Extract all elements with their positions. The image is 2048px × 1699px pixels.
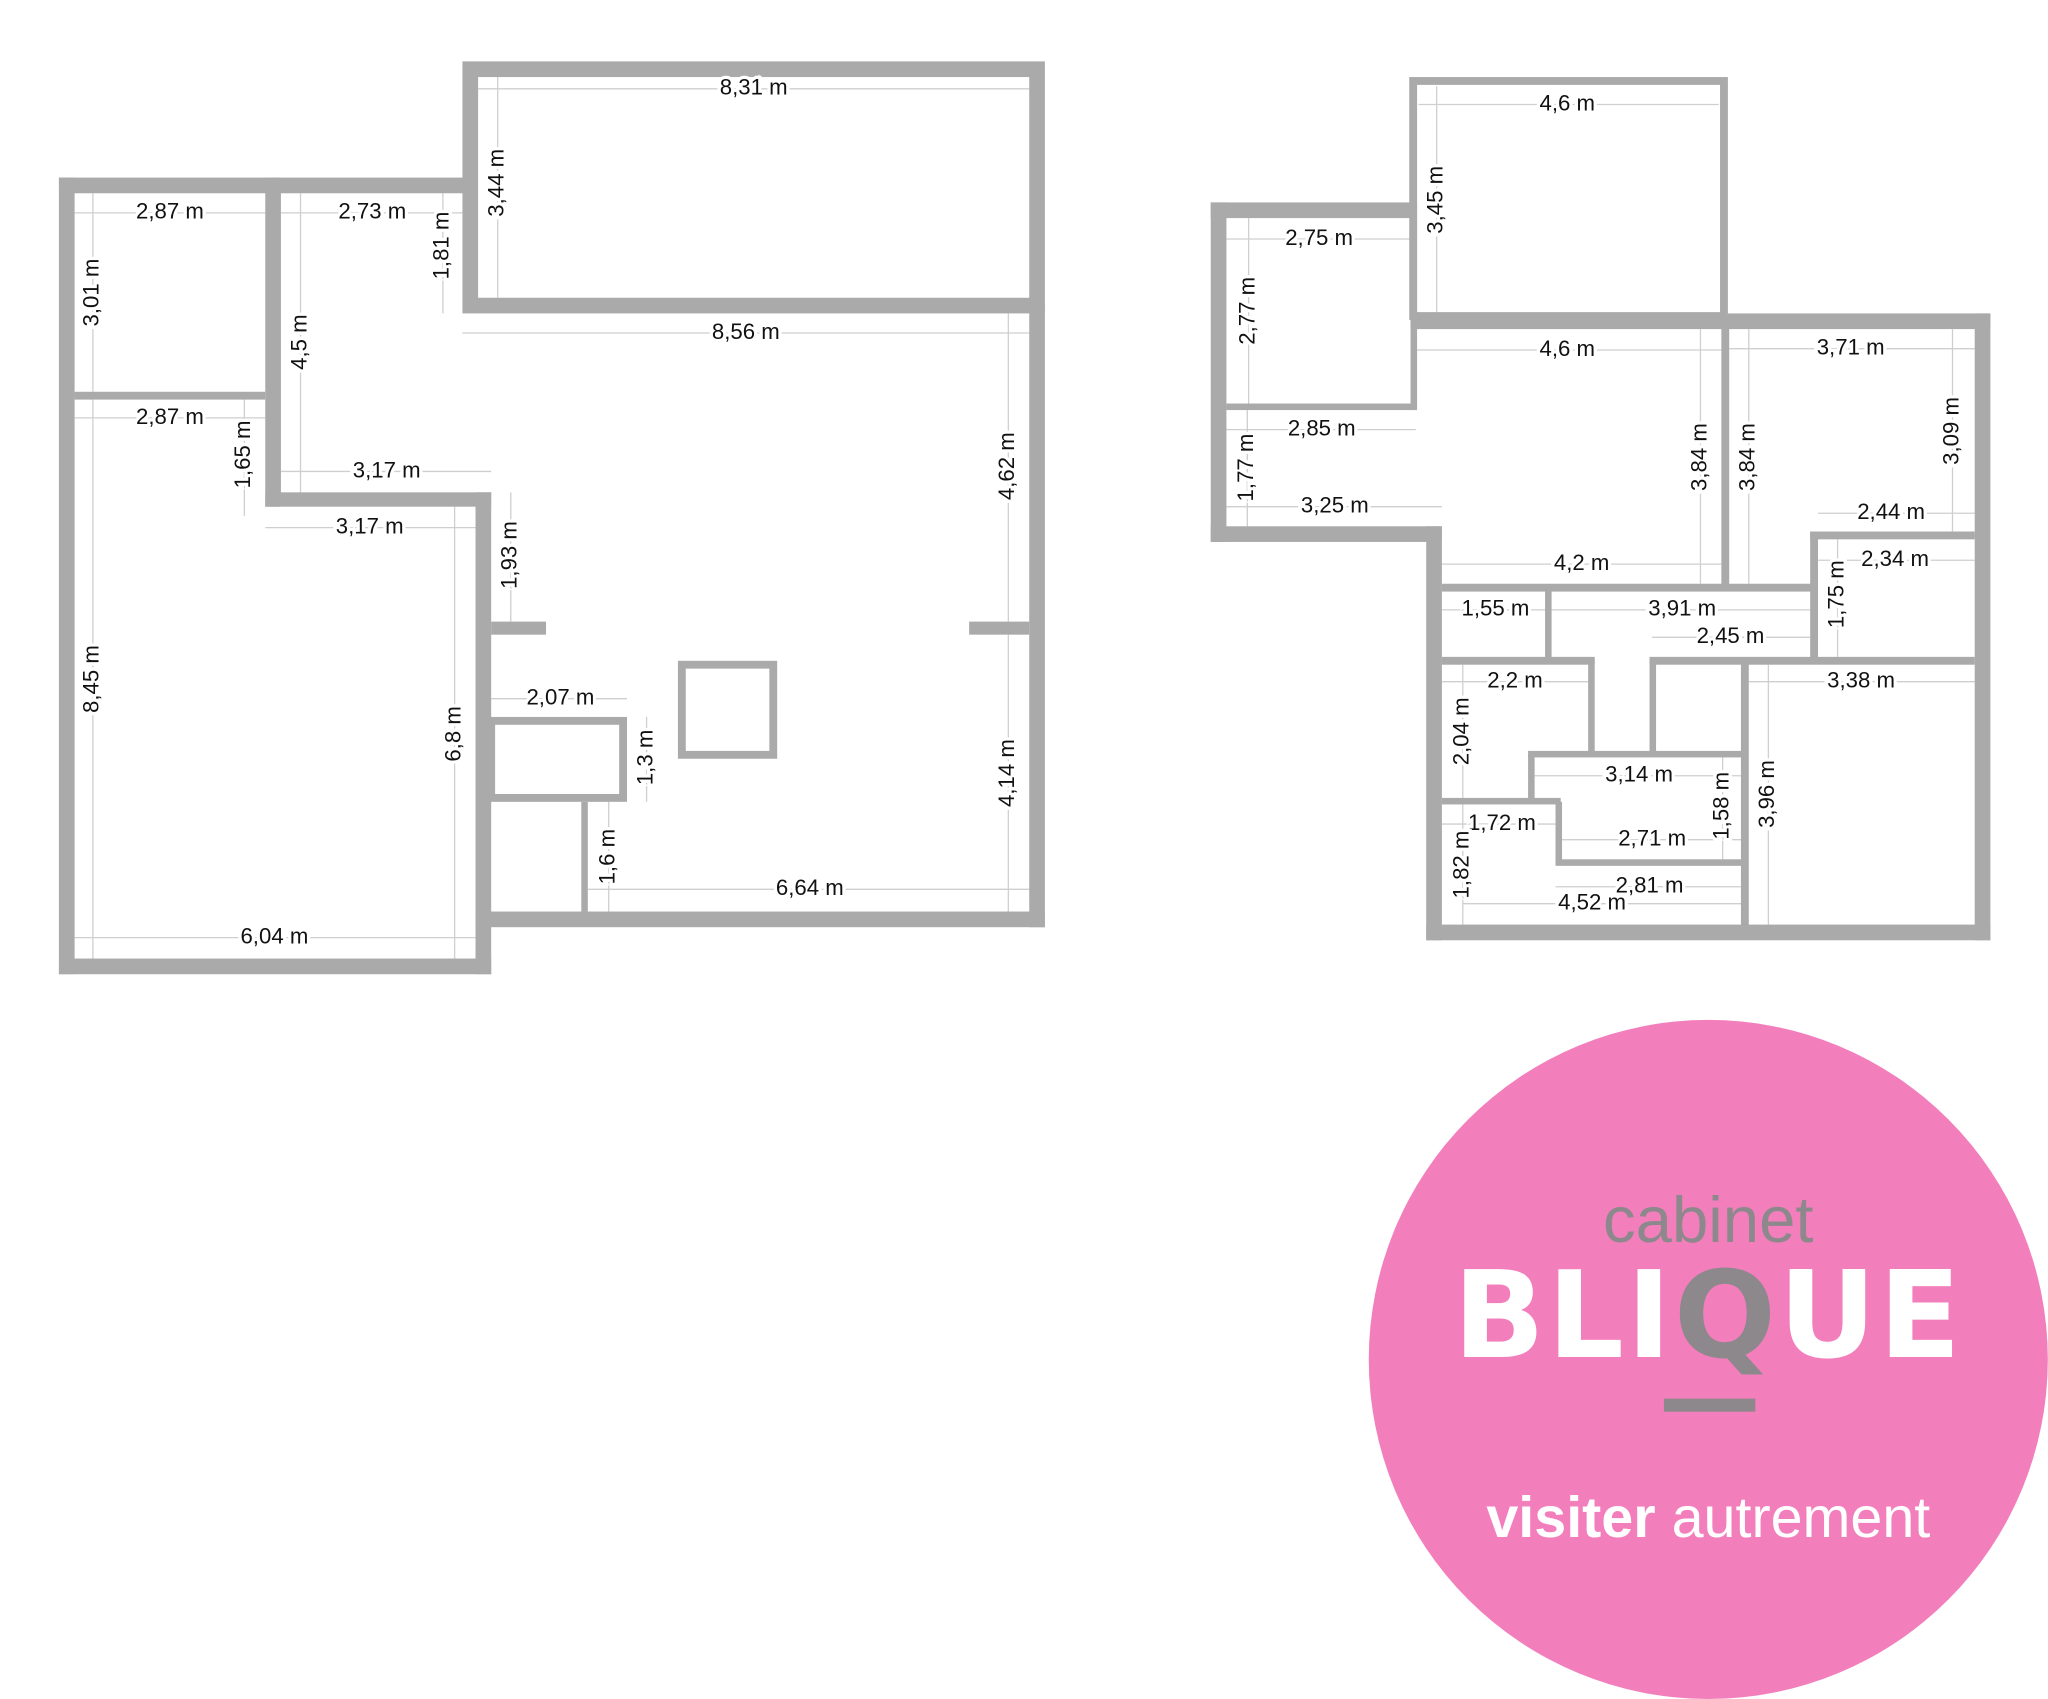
dimension-label: 3,38 m bbox=[1827, 668, 1895, 693]
dimension-label: 2,75 m bbox=[1285, 225, 1353, 250]
dimension-label: 3,25 m bbox=[1301, 493, 1369, 518]
dimension-label: 3,14 m bbox=[1605, 762, 1673, 787]
dimension-label: 2,34 m bbox=[1861, 546, 1929, 571]
dimension-label: 4,62 m bbox=[994, 432, 1019, 500]
dimension-label: 2,07 m bbox=[526, 685, 594, 710]
logo-tagline: visiter autrement bbox=[1486, 1486, 1930, 1550]
dimension-label: 1,6 m bbox=[595, 829, 620, 884]
dimension-lines bbox=[1226, 86, 1975, 925]
floor-plan-left: 8,31 m 3,44 m 2,87 m 2,73 m 1,81 m 3,01 … bbox=[58, 61, 1045, 975]
dimension-label: 3,84 m bbox=[1686, 423, 1711, 491]
dimension-label: 3,17 m bbox=[336, 513, 404, 538]
floor-plan-right: 4,6 m 3,45 m 2,75 m 2,77 m 4,6 m 3,71 m … bbox=[1210, 77, 1991, 941]
tagline-light: autrement bbox=[1672, 1486, 1931, 1550]
dimension-label: 2,04 m bbox=[1449, 697, 1474, 765]
dimension-labels: 8,31 m 3,44 m 2,87 m 2,73 m 1,81 m 3,01 … bbox=[75, 71, 1022, 951]
dimension-label: 6,64 m bbox=[776, 875, 844, 900]
dimension-label: 4,5 m bbox=[286, 314, 311, 370]
dimension-label: 3,45 m bbox=[1423, 166, 1448, 234]
dimension-label: 3,44 m bbox=[484, 149, 509, 217]
dimension-label: 1,82 m bbox=[1449, 831, 1474, 899]
dimension-label: 4,2 m bbox=[1554, 550, 1610, 575]
dimension-label: 1,65 m bbox=[230, 421, 255, 489]
dimension-label: 2,77 m bbox=[1234, 277, 1259, 345]
dimension-label: 4,52 m bbox=[1558, 890, 1626, 915]
dimension-label: 4,14 m bbox=[994, 739, 1019, 807]
logo-brand-part: UE bbox=[1779, 1246, 1964, 1386]
logo-underline-bar bbox=[1663, 1398, 1756, 1412]
dimension-label: 2,71 m bbox=[1618, 826, 1686, 851]
dimension-label: 6,04 m bbox=[240, 924, 308, 949]
dimension-label: 2,87 m bbox=[136, 199, 204, 224]
dimension-label: 2,81 m bbox=[1616, 873, 1684, 898]
dimension-label: 1,58 m bbox=[1709, 772, 1734, 840]
dimension-label: 2,45 m bbox=[1697, 623, 1765, 648]
dimension-label: 2,44 m bbox=[1857, 499, 1925, 524]
dimension-label: 2,87 m bbox=[136, 404, 204, 429]
logo-circle bbox=[1368, 1019, 2048, 1699]
dimension-label: 3,91 m bbox=[1648, 596, 1716, 621]
logo-brand-q: Q bbox=[1674, 1246, 1779, 1386]
dimension-label: 8,31 m bbox=[720, 75, 788, 100]
dimension-label: 6,8 m bbox=[440, 706, 465, 761]
dimension-label: 8,56 m bbox=[712, 319, 780, 344]
logo-cabinet-text: cabinet bbox=[1603, 1183, 1814, 1256]
dimension-label: 2,73 m bbox=[338, 199, 406, 224]
walls bbox=[1210, 77, 1991, 941]
dimension-label: 1,75 m bbox=[1823, 560, 1848, 628]
dimension-label: 3,71 m bbox=[1817, 335, 1885, 360]
cabinet-blique-logo: cabinet BLIQUE visiter autrement bbox=[1368, 1019, 2048, 1699]
dimension-label: 2,85 m bbox=[1288, 416, 1356, 441]
dimension-labels: 4,6 m 3,45 m 2,75 m 2,77 m 4,6 m 3,71 m … bbox=[1230, 87, 1967, 918]
dimension-label: 3,01 m bbox=[79, 259, 104, 327]
dimension-label: 3,09 m bbox=[1938, 397, 1963, 465]
tagline-bold: visiter bbox=[1486, 1486, 1655, 1550]
dimension-label: 4,6 m bbox=[1540, 90, 1596, 115]
dimension-label: 3,84 m bbox=[1735, 423, 1760, 491]
logo-brand-text: BLIQUE bbox=[1453, 1246, 1963, 1386]
dimension-label: 1,72 m bbox=[1468, 810, 1536, 835]
walls bbox=[58, 61, 1045, 975]
logo-brand-part: BLI bbox=[1453, 1246, 1674, 1386]
dimension-label: 3,96 m bbox=[1754, 760, 1779, 828]
dimension-label: 1,77 m bbox=[1233, 434, 1258, 502]
dimension-label: 2,2 m bbox=[1487, 668, 1543, 693]
dimension-lines bbox=[74, 77, 1030, 959]
dimension-label: 1,81 m bbox=[429, 212, 454, 280]
dimension-label: 1,93 m bbox=[497, 521, 522, 589]
dimension-label: 3,17 m bbox=[353, 457, 421, 482]
dimension-label: 1,55 m bbox=[1462, 596, 1530, 621]
dimension-label: 4,6 m bbox=[1540, 336, 1596, 361]
dimension-label: 1,3 m bbox=[632, 730, 657, 785]
dimension-label: 8,45 m bbox=[79, 645, 104, 713]
